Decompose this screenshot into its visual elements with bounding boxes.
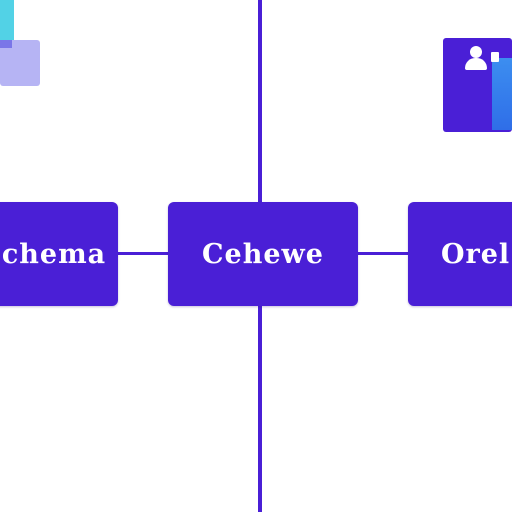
node-left-label: chema [1, 238, 107, 270]
node-center[interactable]: Cehewe [168, 202, 358, 306]
node-left[interactable]: chema [0, 202, 118, 306]
connector-center-right [358, 252, 408, 255]
connector-left-center [118, 252, 168, 255]
node-center-label: Cehewe [202, 238, 324, 270]
node-right-label: Orel [441, 238, 511, 270]
node-right[interactable]: Orel [408, 202, 512, 306]
vertical-connector-top [258, 0, 262, 204]
vertical-connector-bottom [258, 302, 262, 512]
decorative-tile-icon [0, 0, 40, 86]
user-avatar-icon [443, 38, 512, 132]
